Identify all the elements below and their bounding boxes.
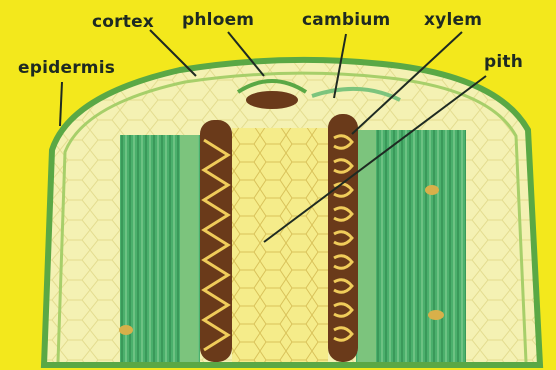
- phloem-cap: [246, 91, 298, 109]
- label-cortex: cortex: [92, 14, 154, 31]
- cortex-cell: [119, 325, 133, 335]
- label-phloem: phloem: [182, 12, 254, 29]
- label-pith: pith: [484, 54, 523, 71]
- label-xylem: xylem: [424, 12, 482, 29]
- pith-region: [232, 128, 328, 362]
- label-cambium: cambium: [302, 12, 390, 29]
- cortex-cell: [425, 185, 439, 195]
- cortex-cell: [428, 310, 444, 320]
- cambium-left: [180, 135, 198, 362]
- label-epidermis: epidermis: [18, 60, 115, 77]
